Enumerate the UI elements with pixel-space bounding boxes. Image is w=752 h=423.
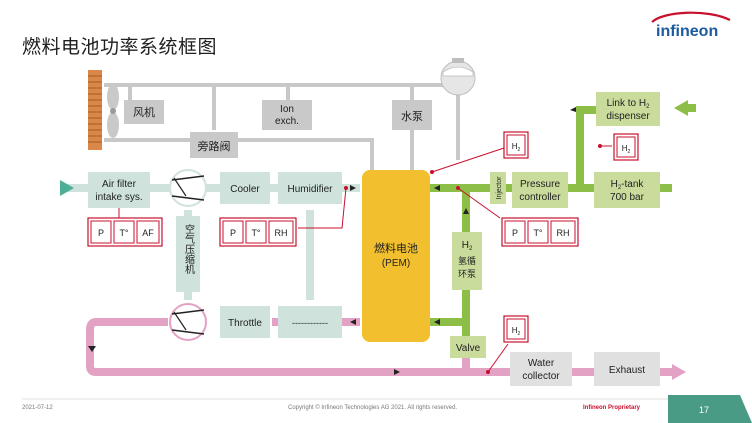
ion-exch-label-1: Ion: [280, 104, 294, 115]
sensor-dot: [344, 186, 348, 190]
sensor-pressure-label: P: [512, 228, 518, 238]
coolant-loop: [104, 83, 460, 172]
air-filter-label-2: intake sys.: [95, 192, 142, 203]
sensor-temperature-label: T°: [251, 228, 260, 238]
h2-dispenser-label-2: dispenser: [606, 111, 650, 122]
h2-sensor-1: H2: [503, 131, 529, 159]
logo-text: infineon: [656, 23, 718, 40]
air-filter-label-1: Air filter: [102, 179, 137, 190]
expander-symbol: [169, 303, 207, 341]
h2-tank-label-1: H2-tank: [611, 179, 645, 191]
h2-sensor-3: H2: [503, 315, 529, 343]
compressor-symbol: [169, 169, 207, 207]
sensor-humidity-label: RH: [275, 228, 288, 238]
h2-sensor-3-dot: [486, 370, 490, 374]
humidifier-return-box: [278, 306, 342, 338]
sensor-dot: [456, 186, 460, 190]
page-number-tab: [668, 395, 752, 423]
page-title: 燃料电池功率系统框图: [22, 36, 218, 58]
h2-sensor-3-lead: [487, 343, 509, 373]
humidifier-label: Humidifier: [287, 184, 333, 195]
cooler-box: [220, 172, 270, 204]
dashes-label: ------------: [292, 318, 328, 328]
h2-tank-label-2: 700 bar: [610, 192, 645, 203]
h2-recirc-label-h: H2: [462, 240, 473, 252]
throttle-box: [220, 306, 270, 338]
air-filter-box: [88, 172, 150, 208]
h2-recirc-label-3: 环泵: [458, 269, 476, 279]
h2-sensor-2: H2: [613, 133, 639, 161]
h2-tank-box: [594, 172, 660, 208]
air-intake-arrow: [60, 180, 74, 196]
cooler-label: Cooler: [230, 184, 260, 195]
infineon-logo: infineon: [651, 11, 731, 40]
ion-exchanger-box: [262, 100, 312, 130]
svg-text:H2: H2: [512, 326, 521, 337]
injector-label: Injector: [496, 176, 503, 200]
h2-supply-arrow: [674, 100, 688, 116]
h2-recirc-label-2: 氢循: [458, 255, 476, 266]
fuel-cell-stack: [362, 170, 430, 342]
fuel-cell-label-1: 燃料电池: [374, 241, 418, 255]
sensor-temperature-label: T°: [533, 228, 542, 238]
page-number: 17: [699, 405, 709, 415]
water-collector-label-2: collector: [522, 371, 560, 382]
fan-label: 风机: [133, 105, 155, 119]
h2-sensor-2-dot: [598, 144, 602, 148]
sensor-airflow-label: AF: [142, 228, 154, 238]
expansion-tank-icon: [440, 58, 476, 96]
humidifier-box: [278, 172, 342, 204]
pressure-controller-box: [512, 172, 568, 208]
sensor-pressure-label: P: [230, 228, 236, 238]
sensor-temperature-label: T°: [119, 228, 128, 238]
h2-dispenser-label-1: Link to H2: [607, 98, 650, 110]
fuel-cell-label-2: (PEM): [382, 258, 410, 269]
sensor-dot: [430, 170, 434, 174]
sensor-group-2-lead: [298, 187, 347, 229]
sensor-group-anode-inlet: P T° RH: [501, 217, 579, 247]
sensor-pressure-label: P: [98, 228, 104, 238]
sensor-group-cathode-inlet: P T° RH: [219, 217, 297, 247]
water-collector-label-1: Water: [528, 358, 555, 369]
footer-copyright: Copyright © Infineon Technologies AG 202…: [288, 405, 458, 411]
footer-proprietary: Infineon Proprietary: [583, 405, 641, 411]
air-compressor-label: 空气压缩机: [183, 223, 195, 275]
sensor-group-3-lead: [457, 187, 501, 219]
h2-recirc-pump-box: [452, 232, 482, 290]
fan-icon: [88, 70, 119, 150]
throttle-label: Throttle: [228, 318, 262, 329]
pressure-controller-label-1: Pressure: [520, 179, 560, 190]
pressure-controller-label-2: controller: [519, 192, 561, 203]
svg-text:H2: H2: [512, 142, 521, 153]
h2-dispenser-link-box: [596, 92, 660, 126]
water-pump-label: 水泵: [401, 110, 423, 123]
exhaust-out-arrow: [672, 364, 686, 380]
valve-box: [450, 336, 486, 358]
water-pump-box: [392, 100, 432, 130]
sensor-group-air-filter: P T° AF: [87, 217, 163, 247]
h2-supply-arrow-tail: [686, 104, 696, 112]
flow-arrows: [88, 107, 576, 375]
bypass-valve-label: 旁路阀: [198, 139, 231, 153]
valve-label: Valve: [456, 343, 481, 354]
footer-date: 2021-07-12: [22, 405, 53, 411]
fan-box: [124, 100, 164, 124]
h2-sensor-1-lead: [431, 147, 505, 173]
bypass-valve-box: [190, 132, 238, 158]
air-compressor-box: [176, 216, 200, 292]
sensor-humidity-label: RH: [557, 228, 570, 238]
ion-exch-label-2: exch.: [275, 116, 299, 127]
svg-text:H2: H2: [622, 144, 631, 155]
exhaust-label: Exhaust: [609, 365, 645, 376]
injector-box: [490, 172, 506, 204]
exhaust-box: [594, 352, 660, 386]
water-collector-box: [510, 352, 572, 386]
